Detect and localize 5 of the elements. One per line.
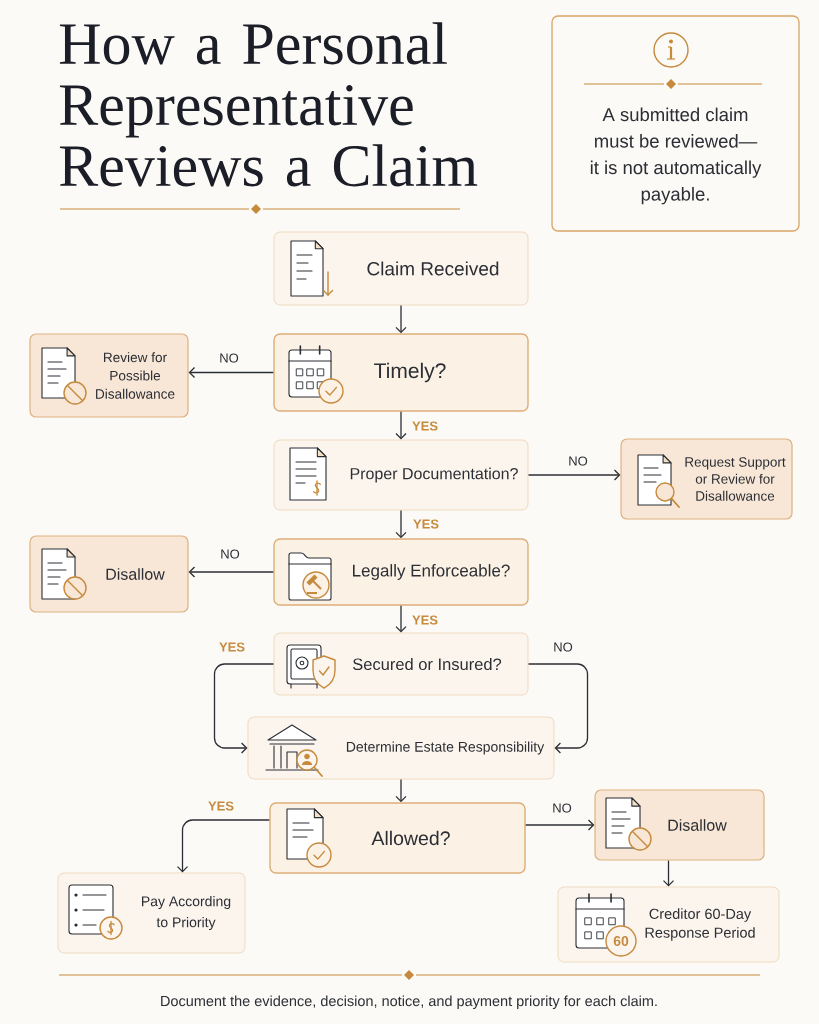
footer-note: Document the evidence, decision, notice, and payment priority for each claim. — [161, 995, 657, 1009]
process-box: Determine Estate Responsibility — [247, 716, 555, 780]
number-badge: 60 — [605, 925, 637, 957]
title: How a Personal Representative Reviews a Claim — [59, 22, 478, 187]
info-box: A submitted claim must be reviewed— it is not automatically payable. — [551, 15, 800, 232]
